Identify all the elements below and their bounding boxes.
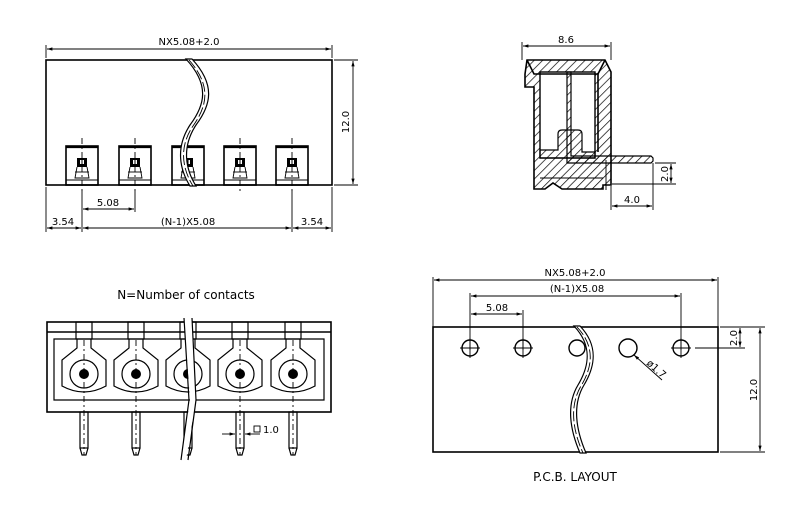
dim-pin-size: 1.0	[263, 425, 279, 436]
bottom-contact	[217, 321, 263, 456]
bottom-contact	[270, 321, 316, 456]
front-contact	[223, 138, 257, 192]
bottom-contact	[61, 321, 107, 456]
pcb-dim-hole-diameter: ø1.7	[644, 358, 668, 381]
front-contact	[65, 138, 99, 192]
dim-pin-offset: 2.0	[660, 166, 671, 182]
pcb-break-line	[570, 325, 594, 454]
dim-left-margin: 3.54	[52, 217, 74, 228]
pcb-hole	[671, 338, 691, 358]
front-contact	[275, 138, 309, 192]
pcb-hole	[568, 339, 586, 357]
pcb-layout-title: P.C.B. LAYOUT	[533, 470, 617, 484]
bottom-view: N=Number of contacts	[46, 288, 332, 461]
pcb-dim-height: 12.0	[749, 379, 760, 401]
pcb-dim-hole-offset: 2.0	[729, 330, 740, 346]
pcb-hole	[460, 338, 480, 358]
side-pin	[566, 71, 654, 164]
dim-depth: 8.6	[558, 35, 574, 46]
dim-span: (N-1)X5.08	[161, 217, 215, 228]
pcb-dim-overall-width: NX5.08+2.0	[545, 268, 606, 279]
bottom-contact	[113, 321, 159, 456]
break-line	[179, 58, 210, 187]
pcb-dim-span: (N-1)X5.08	[550, 284, 604, 295]
dim-pitch: 5.08	[97, 198, 119, 209]
front-contact	[118, 138, 152, 192]
pcb-dim-pitch: 5.08	[486, 303, 508, 314]
pcb-layout: NX5.08+2.0 (N-1)X5.08 5.08 ø1.7 2.0 12.0	[432, 268, 765, 484]
dim-pin-extension: 4.0	[624, 195, 640, 206]
pcb-hole	[513, 338, 533, 358]
dim-overall-width: NX5.08+2.0	[159, 37, 220, 48]
side-view: 8.6 2.0 4.0	[521, 35, 676, 210]
pcb-holes	[460, 338, 691, 358]
pcb-hole	[618, 338, 638, 358]
dim-height: 12.0	[341, 111, 352, 133]
dim-right-margin: 3.54	[301, 217, 323, 228]
front-view: NX5.08+2.0	[45, 37, 358, 232]
note-number-of-contacts: N=Number of contacts	[117, 288, 255, 302]
